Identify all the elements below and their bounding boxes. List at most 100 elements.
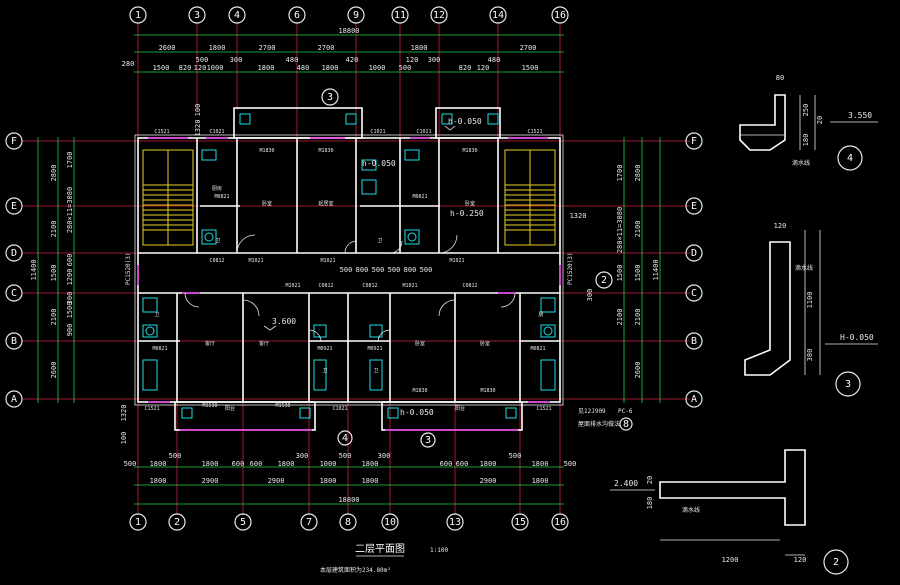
svg-text:300: 300 xyxy=(378,452,391,460)
svg-text:C0812: C0812 xyxy=(318,283,333,289)
svg-text:500: 500 xyxy=(124,460,137,468)
svg-text:1800: 1800 xyxy=(278,460,295,468)
svg-text:E: E xyxy=(691,201,697,212)
axis-marker-top-16: 16 xyxy=(551,6,569,24)
svg-text:C1521: C1521 xyxy=(154,129,169,135)
svg-text:4: 4 xyxy=(847,153,853,164)
svg-text:卫: 卫 xyxy=(322,368,327,374)
svg-text:800: 800 xyxy=(356,266,369,274)
windows xyxy=(137,137,561,431)
svg-text:2800: 2800 xyxy=(634,165,642,182)
svg-text:1000: 1000 xyxy=(369,64,386,72)
left-dimensions: 11400 2800 2100 1500 2100 2600 1700 280×… xyxy=(30,104,202,445)
svg-text:2800: 2800 xyxy=(50,165,58,182)
svg-text:820: 820 xyxy=(179,64,192,72)
axis-marker-bottom-15: 15 xyxy=(511,513,529,531)
svg-text:M0821: M0821 xyxy=(530,346,545,352)
axis-marker-left-D: D xyxy=(5,244,23,262)
svg-text:1320: 1320 xyxy=(570,212,587,220)
svg-text:2: 2 xyxy=(174,517,180,528)
svg-text:380: 380 xyxy=(806,349,814,362)
svg-text:280: 280 xyxy=(122,60,135,68)
svg-text:卧室: 卧室 xyxy=(415,340,425,347)
svg-text:M1021: M1021 xyxy=(285,283,300,289)
svg-text:卫: 卫 xyxy=(215,238,220,244)
axis-marker-right-A: A xyxy=(685,390,703,408)
svg-text:2900: 2900 xyxy=(202,477,219,485)
svg-text:F: F xyxy=(11,136,17,147)
svg-text:M0821: M0821 xyxy=(152,346,167,352)
svg-text:3: 3 xyxy=(327,92,333,103)
svg-text:1800: 1800 xyxy=(150,460,167,468)
svg-text:120: 120 xyxy=(406,56,419,64)
svg-text:C0812: C0812 xyxy=(462,283,477,289)
svg-text:M1830: M1830 xyxy=(259,148,274,154)
svg-text:卧室: 卧室 xyxy=(262,200,272,207)
svg-text:C: C xyxy=(691,288,697,299)
svg-text:C1021: C1021 xyxy=(416,129,431,135)
svg-text:起居室: 起居室 xyxy=(318,200,333,207)
svg-text:3: 3 xyxy=(425,435,431,446)
svg-text:14: 14 xyxy=(492,10,504,21)
svg-text:1700: 1700 xyxy=(66,152,74,169)
svg-text:厨: 厨 xyxy=(538,312,543,318)
right-dimensions: 1700 280×11=3080 1500 2100 2800 2100 150… xyxy=(570,137,661,403)
svg-text:500: 500 xyxy=(340,266,353,274)
svg-text:M1830: M1830 xyxy=(462,148,477,154)
svg-text:1100: 1100 xyxy=(806,292,814,309)
window-labels: C1521 C1021 C1021 C1021 C1521 C0812 C081… xyxy=(144,129,551,412)
svg-text:20: 20 xyxy=(646,476,654,484)
page-title: 二层平面图 xyxy=(355,543,405,555)
svg-text:1800: 1800 xyxy=(362,477,379,485)
left-axis-markers: F E D C B A xyxy=(5,132,23,408)
svg-text:500: 500 xyxy=(420,266,433,274)
axis-marker-bottom-1: 1 xyxy=(129,513,147,531)
svg-text:500: 500 xyxy=(564,460,577,468)
axis-marker-bottom-8: 8 xyxy=(339,513,357,531)
detail-2: 1200 120 20 180 2.400 滴水线 2 xyxy=(610,449,849,575)
svg-text:1200: 1200 xyxy=(722,556,739,564)
svg-text:2600: 2600 xyxy=(159,44,176,52)
svg-text:卫: 卫 xyxy=(154,312,159,318)
svg-text:1800: 1800 xyxy=(480,460,497,468)
svg-text:PC1520(3): PC1520(3) xyxy=(125,252,132,285)
svg-text:4: 4 xyxy=(234,10,240,21)
bottom-axis-markers: 1 2 5 7 8 10 13 15 16 xyxy=(129,513,569,531)
axis-marker-right-B: B xyxy=(685,332,703,350)
axis-marker-top-6: 6 xyxy=(288,6,306,24)
svg-text:C1021: C1021 xyxy=(209,129,224,135)
svg-text:M1830: M1830 xyxy=(412,388,427,394)
svg-text:180: 180 xyxy=(646,497,654,510)
svg-text:M1021: M1021 xyxy=(248,258,263,264)
svg-text:120: 120 xyxy=(194,64,207,72)
svg-text:滴水线: 滴水线 xyxy=(795,264,813,272)
svg-text:1000: 1000 xyxy=(207,64,224,72)
svg-text:5: 5 xyxy=(240,517,246,528)
svg-text:卫: 卫 xyxy=(373,368,378,374)
drainage-note: 见12J909 PC-6 8 屋面排水沟做法 xyxy=(578,408,633,431)
svg-text:h-0.050: h-0.050 xyxy=(400,408,434,417)
section-mark-top: 3 xyxy=(321,88,339,106)
svg-text:4: 4 xyxy=(342,433,348,444)
svg-text:1: 1 xyxy=(135,517,141,528)
svg-text:阳台: 阳台 xyxy=(455,405,465,412)
svg-text:20: 20 xyxy=(816,116,824,124)
svg-text:1500: 1500 xyxy=(66,302,74,319)
right-axis-markers: F E D C B A xyxy=(685,132,703,408)
svg-text:1700: 1700 xyxy=(616,165,624,182)
svg-text:820: 820 xyxy=(459,64,472,72)
svg-text:阳台: 阳台 xyxy=(225,405,235,412)
svg-text:500: 500 xyxy=(509,452,522,460)
svg-text:1800: 1800 xyxy=(411,44,428,52)
dim-bottom-total: 18800 xyxy=(338,496,359,504)
svg-text:8: 8 xyxy=(345,517,351,528)
section-mark-bottom-a: 4 xyxy=(337,430,353,446)
svg-text:M1530: M1530 xyxy=(275,403,290,409)
center-dim-labels: 500 800 500 500 800 500 PC1520(3) PC1520… xyxy=(125,252,574,285)
svg-text:1800: 1800 xyxy=(320,477,337,485)
svg-text:2: 2 xyxy=(833,557,839,568)
svg-text:屋面排水沟做法: 屋面排水沟做法 xyxy=(578,420,620,428)
svg-text:500: 500 xyxy=(388,266,401,274)
svg-text:11400: 11400 xyxy=(30,259,38,280)
svg-text:C1521: C1521 xyxy=(536,406,551,412)
